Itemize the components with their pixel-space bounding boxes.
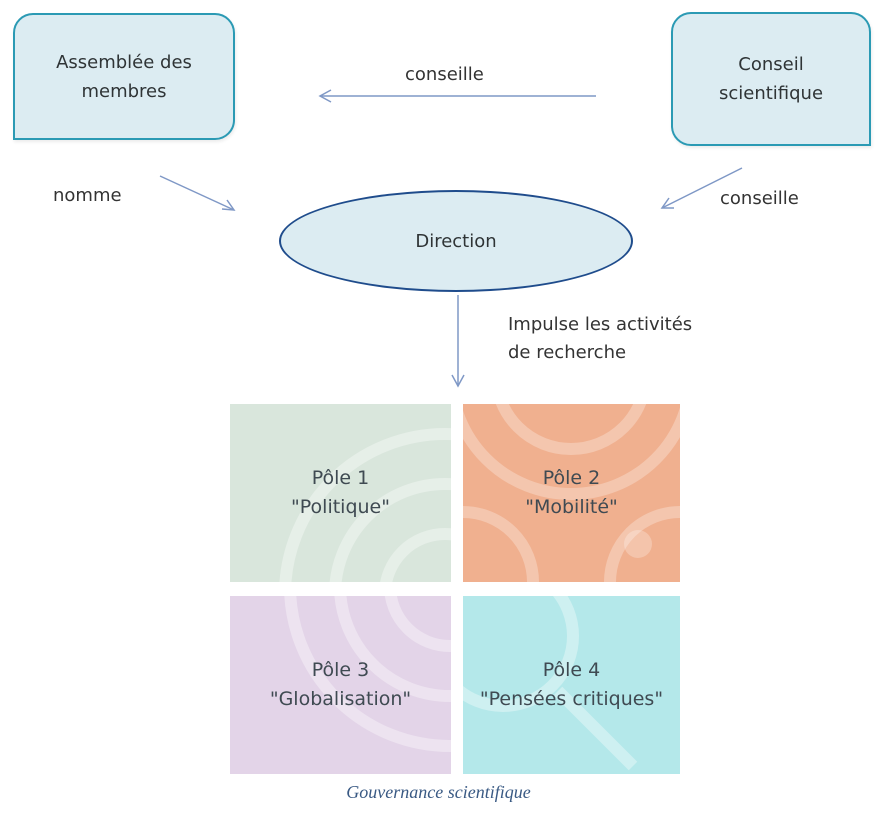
decorative-arc-pattern [463, 404, 680, 582]
pole-3-text: Pôle 3 "Globalisation" [270, 656, 411, 714]
pole-2-name: Pôle 2 [542, 467, 601, 489]
node-assemblee-des-membres: Assemblée des membres [13, 13, 235, 140]
pole-1-text: Pôle 1 "Politique" [291, 464, 390, 522]
pole-2-theme: "Mobilité" [525, 496, 618, 518]
pole-4-tile: Pôle 4 "Pensées critiques" [463, 596, 680, 774]
decorative-arc-pattern [279, 428, 451, 582]
pole-4-text: Pôle 4 "Pensées critiques" [480, 656, 663, 714]
decorative-magnifier-pattern [463, 596, 638, 771]
arrow-assemblee-to-direction [159, 175, 236, 211]
decorative-arc-pattern [284, 596, 451, 752]
edge-label-conseille-right: conseille [720, 188, 799, 209]
edge-label-conseille-top: conseille [405, 64, 484, 85]
pole-2-tile: Pôle 2 "Mobilité" [463, 404, 680, 582]
node-direction: Direction [279, 190, 633, 292]
pole-1-name: Pôle 1 [311, 467, 370, 489]
pole-3-tile: Pôle 3 "Globalisation" [230, 596, 451, 774]
pole-4-theme: "Pensées critiques" [479, 688, 664, 710]
pole-2-text: Pôle 2 "Mobilité" [525, 464, 618, 522]
arrow-conseil-to-assemblee [318, 89, 596, 103]
pole-3-name: Pôle 3 [311, 659, 370, 681]
edge-label-impulse: Impulse les activités de recherche [508, 314, 693, 363]
node-conseil-scientifique: Conseil scientifique [671, 12, 871, 146]
pole-3-theme: "Globalisation" [269, 688, 412, 710]
figure-caption: Gouvernance scientifique [346, 782, 531, 802]
pole-1-tile: Pôle 1 "Politique" [230, 404, 451, 582]
edge-label-nomme: nomme [53, 185, 122, 206]
arrow-direction-to-poles [451, 295, 465, 388]
pole-4-name: Pôle 4 [542, 659, 601, 681]
pole-1-theme: "Politique" [291, 496, 390, 518]
